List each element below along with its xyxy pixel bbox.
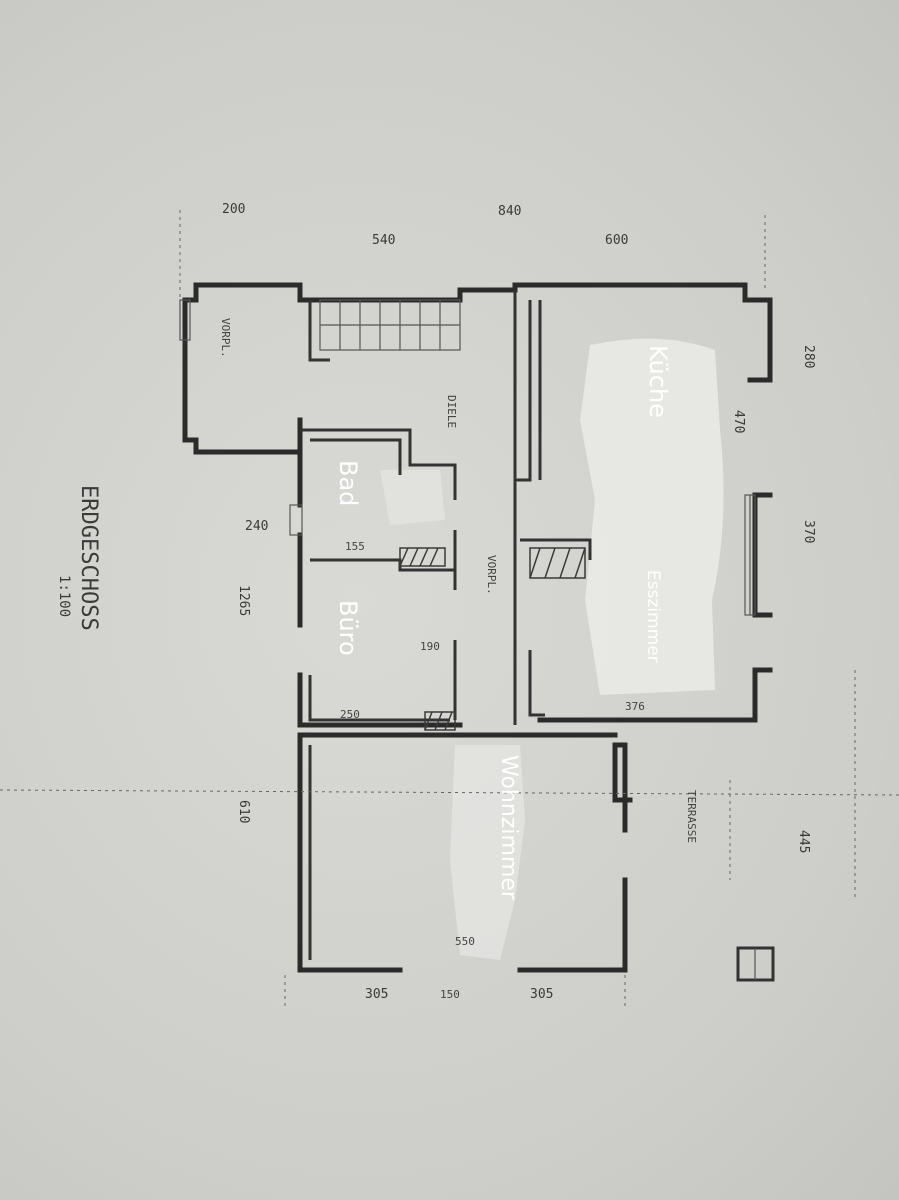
dim-bottom-305b: 305 [530,987,553,1002]
interior-walls [300,290,592,960]
room-buero: Büro [334,600,362,656]
dim-bottom-150: 150 [440,988,460,1001]
plan-scale: 1:100 [56,575,72,617]
dim-top-540: 540 [372,233,395,248]
windows [179,299,756,616]
reference-lines [0,210,899,1010]
dim-right-470: 470 [731,410,746,433]
room-kueche: Küche [644,345,672,418]
label-vorplatz-center: VORPL. [485,555,498,595]
dim-right-280: 280 [801,345,816,368]
dim-top-200: 200 [222,202,245,217]
dim-left-240: 240 [245,519,268,534]
plan-title: ERDGESCHOSS [76,485,101,631]
chimney-hatches [399,547,586,731]
dim-right-370: 370 [801,520,816,543]
dim-inner-190: 190 [420,640,440,653]
label-terrasse: TERRASSE [685,790,698,843]
dim-left-1265: 1265 [236,585,251,616]
dim-right-445: 445 [796,830,811,853]
dim-top-840: 840 [498,204,521,219]
dim-left-610: 610 [236,800,251,823]
label-vorplatz-left: VORPL. [219,318,232,358]
dimension-labels: 200 840 540 600 240 550 250 155 376 190 … [222,202,816,1002]
label-diele: DIELE [445,395,458,428]
room-bad: Bad [334,460,362,506]
dim-bottom-305a: 305 [365,987,388,1002]
room-names: Küche Bad Büro Esszimmer Wohnzimmer [334,345,672,901]
room-sublabels: VORPL. VORPL. DIELE TERRASSE [219,318,698,843]
dim-inner-155: 155 [345,540,365,553]
dim-top-600: 600 [605,233,628,248]
outdoor-symbol [736,946,775,982]
staircase [319,299,461,351]
room-esszimmer: Esszimmer [643,570,663,663]
dim-inner-250: 250 [340,708,360,721]
room-wohnzimmer: Wohnzimmer [496,755,521,901]
sheet-title: ERDGESCHOSS 1:100 [56,485,101,631]
dim-inner-376: 376 [625,700,645,713]
outer-walls [182,282,773,973]
redaction-smears [380,338,724,960]
dim-inner-550: 550 [455,935,475,948]
